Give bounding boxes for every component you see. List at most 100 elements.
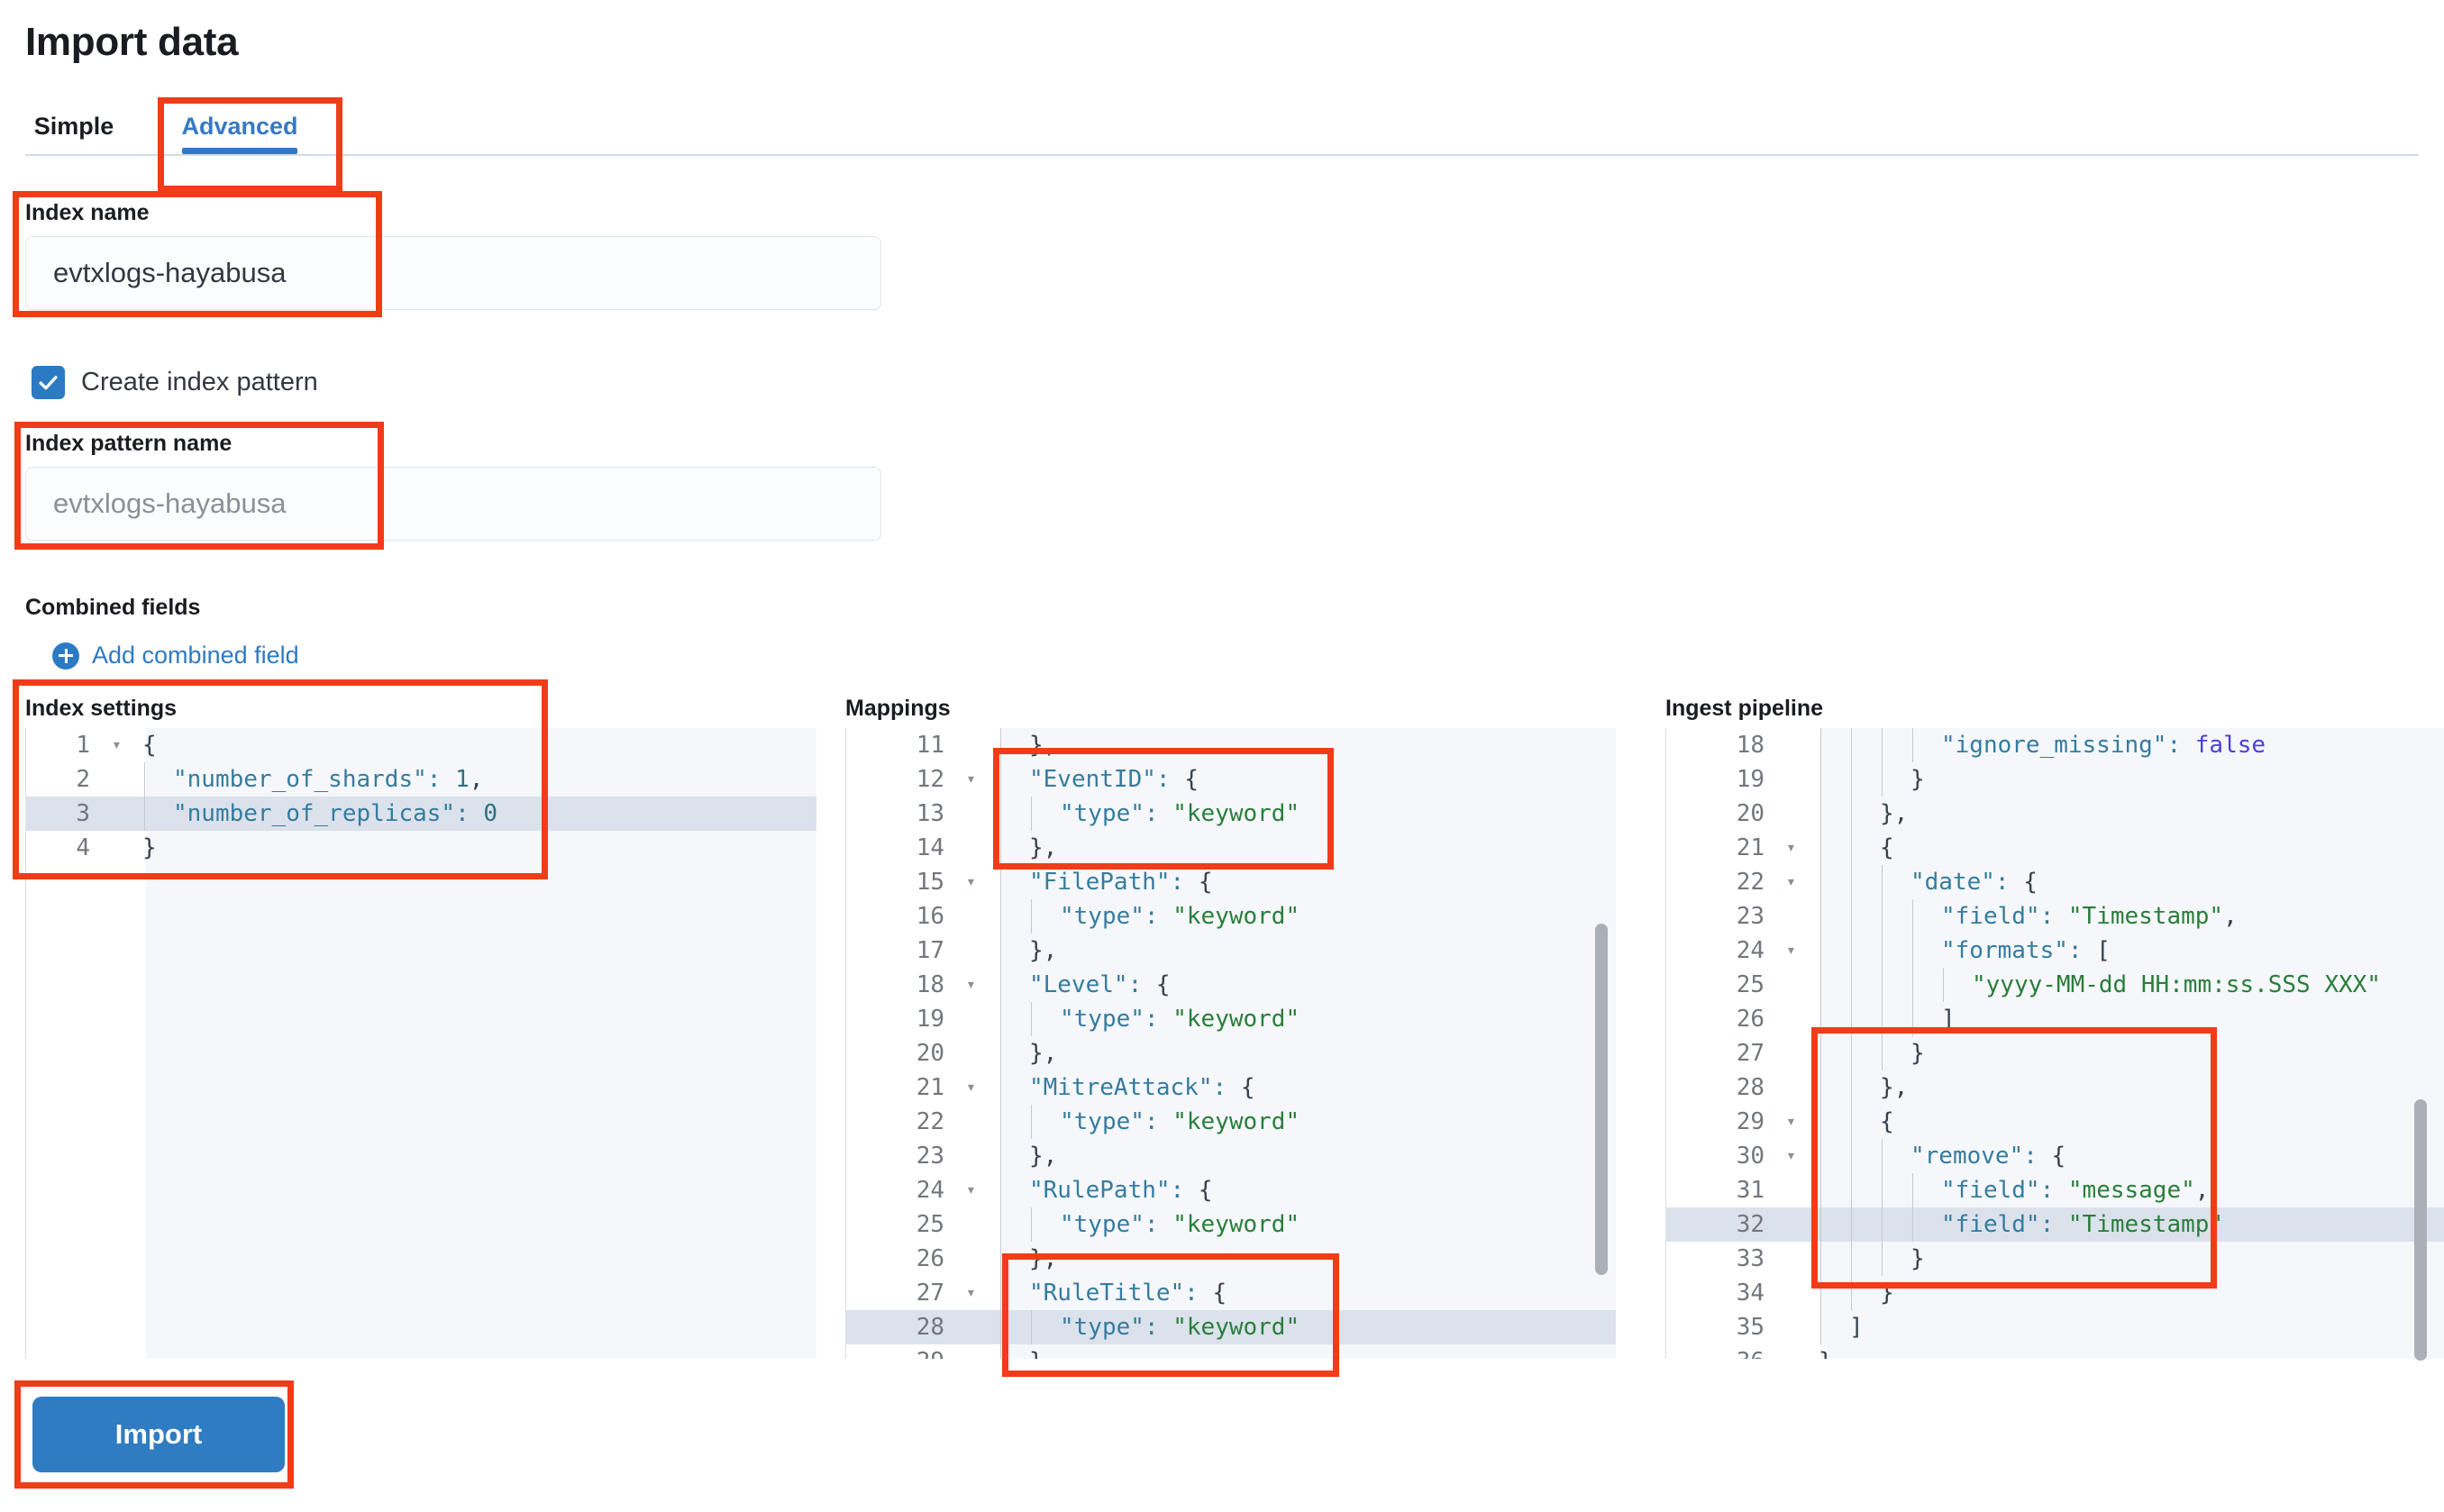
line-number: 28: [916, 1314, 944, 1341]
fold-toggle-icon[interactable]: ▾: [112, 735, 122, 754]
code-text: "field": "Timestamp": [1941, 1211, 2224, 1238]
indent-guide: [1820, 1139, 1821, 1173]
indent-guide: [1031, 1105, 1032, 1139]
indent-guide: [1820, 728, 1821, 762]
code-text: "date": {: [1911, 869, 2038, 896]
code-text: {: [142, 732, 157, 759]
editor-line[interactable]: 2"number_of_shards": 1,: [25, 762, 816, 797]
create-index-pattern-checkbox[interactable]: Create index pattern: [32, 366, 318, 399]
editor-line[interactable]: 22"type": "keyword": [845, 1105, 1616, 1139]
editor-line[interactable]: 29▾{: [1665, 1105, 2444, 1139]
tab-advanced[interactable]: Advanced: [159, 99, 321, 154]
indent-guide: [1912, 1002, 1913, 1036]
editor-line[interactable]: 30▾"remove": {: [1665, 1139, 2444, 1173]
editor-line[interactable]: 25"yyyy-MM-dd HH:mm:ss.SSS XXX": [1665, 968, 2444, 1002]
editor-line[interactable]: 16"type": "keyword": [845, 899, 1616, 934]
editor-line[interactable]: 22▾"date": {: [1665, 865, 2444, 899]
line-number: 23: [1736, 903, 1765, 930]
indent-guide: [1912, 1173, 1913, 1207]
editor-line[interactable]: 18▾"Level": {: [845, 968, 1616, 1002]
editor-line[interactable]: 19"type": "keyword": [845, 1002, 1616, 1036]
ingest-pipeline-scrollbar[interactable]: [2414, 1099, 2427, 1361]
mappings-scrollbar[interactable]: [1595, 924, 1608, 1275]
editor-line[interactable]: 4}: [25, 831, 816, 865]
editor-line[interactable]: 21▾{: [1665, 831, 2444, 865]
editor-line[interactable]: 20},: [845, 1036, 1616, 1070]
indent-guide: [1912, 1207, 1913, 1242]
indent-guide: [1882, 934, 1883, 968]
indent-guide: [1851, 968, 1852, 1002]
editor-line[interactable]: 19}: [1665, 762, 2444, 797]
editor-line[interactable]: 24▾"RulePath": {: [845, 1173, 1616, 1207]
editor-line[interactable]: 28"type": "keyword": [845, 1310, 1616, 1344]
editor-line[interactable]: 29},: [845, 1344, 1616, 1359]
ingest-pipeline-title: Ingest pipeline: [1665, 696, 1824, 721]
editor-line[interactable]: 18"ignore_missing": false: [1665, 728, 2444, 762]
add-combined-field-link[interactable]: Add combined field: [52, 642, 299, 669]
editor-line[interactable]: 33}: [1665, 1242, 2444, 1276]
add-combined-field-label: Add combined field: [92, 642, 299, 669]
index-settings-editor[interactable]: 1▾{2"number_of_shards": 1,3"number_of_re…: [25, 728, 816, 1359]
code-text: "Level": {: [1029, 971, 1171, 998]
editor-line[interactable]: 34}: [1665, 1276, 2444, 1310]
editor-line[interactable]: 15▾"FilePath": {: [845, 865, 1616, 899]
gutter-divider: [25, 728, 26, 1359]
editor-line[interactable]: 36}: [1665, 1344, 2444, 1359]
fold-toggle-icon[interactable]: ▾: [1786, 838, 1796, 857]
line-number: 21: [1736, 834, 1765, 861]
fold-toggle-icon[interactable]: ▾: [966, 1180, 976, 1199]
indent-guide: [1000, 899, 1001, 934]
code-text: "type": "keyword": [1060, 800, 1300, 827]
editor-line[interactable]: 13"type": "keyword": [845, 797, 1616, 831]
fold-toggle-icon[interactable]: ▾: [1786, 1112, 1796, 1131]
index-name-input[interactable]: evtxlogs-hayabusa: [25, 236, 881, 310]
fold-toggle-icon[interactable]: ▾: [966, 975, 976, 994]
editor-line[interactable]: 28},: [1665, 1070, 2444, 1105]
editor-line[interactable]: 23"field": "Timestamp",: [1665, 899, 2444, 934]
line-number: 25: [1736, 971, 1765, 998]
editor-line[interactable]: 21▾"MitreAttack": {: [845, 1070, 1616, 1105]
mappings-editor[interactable]: 11},12▾"EventID": {13"type": "keyword"14…: [845, 728, 1616, 1359]
editor-line[interactable]: 32"field": "Timestamp": [1665, 1207, 2444, 1242]
editor-line[interactable]: 27}: [1665, 1036, 2444, 1070]
fold-toggle-icon[interactable]: ▾: [1786, 872, 1796, 891]
index-pattern-name-input[interactable]: evtxlogs-hayabusa: [25, 467, 881, 541]
page-title: Import data: [25, 20, 239, 64]
editor-line[interactable]: 3"number_of_replicas": 0: [25, 797, 816, 831]
gutter-divider: [1665, 728, 1666, 1359]
fold-toggle-icon[interactable]: ▾: [966, 872, 976, 891]
code-text: "type": "keyword": [1060, 1006, 1300, 1033]
indent-guide: [1851, 1173, 1852, 1207]
code-text: "ignore_missing": false: [1941, 732, 2266, 759]
editor-line[interactable]: 11},: [845, 728, 1616, 762]
editor-line[interactable]: 26]: [1665, 1002, 2444, 1036]
editor-line[interactable]: 20},: [1665, 797, 2444, 831]
indent-guide: [1000, 1070, 1001, 1105]
code-text: },: [1029, 1245, 1058, 1272]
import-button[interactable]: Import: [32, 1397, 285, 1472]
code-text: {: [1880, 1108, 1894, 1135]
editor-line[interactable]: 27▾"RuleTitle": {: [845, 1276, 1616, 1310]
editor-line[interactable]: 14},: [845, 831, 1616, 865]
indent-guide: [144, 762, 145, 797]
fold-toggle-icon[interactable]: ▾: [1786, 941, 1796, 960]
editor-line[interactable]: 17},: [845, 934, 1616, 968]
editor-line[interactable]: 1▾{: [25, 728, 816, 762]
fold-toggle-icon[interactable]: ▾: [1786, 1146, 1796, 1165]
fold-toggle-icon[interactable]: ▾: [966, 1283, 976, 1302]
line-number: 33: [1736, 1245, 1765, 1272]
editor-line[interactable]: 26},: [845, 1242, 1616, 1276]
editor-line[interactable]: 31"field": "message",: [1665, 1173, 2444, 1207]
indent-guide: [1851, 865, 1852, 899]
editor-line[interactable]: 24▾"formats": [: [1665, 934, 2444, 968]
editor-line[interactable]: 35]: [1665, 1310, 2444, 1344]
tab-simple[interactable]: Simple: [25, 99, 123, 154]
editor-line[interactable]: 12▾"EventID": {: [845, 762, 1616, 797]
editor-line[interactable]: 23},: [845, 1139, 1616, 1173]
code-text: },: [1029, 1040, 1058, 1067]
fold-toggle-icon[interactable]: ▾: [966, 770, 976, 788]
editor-line[interactable]: 25"type": "keyword": [845, 1207, 1616, 1242]
indent-guide: [1851, 934, 1852, 968]
fold-toggle-icon[interactable]: ▾: [966, 1078, 976, 1097]
